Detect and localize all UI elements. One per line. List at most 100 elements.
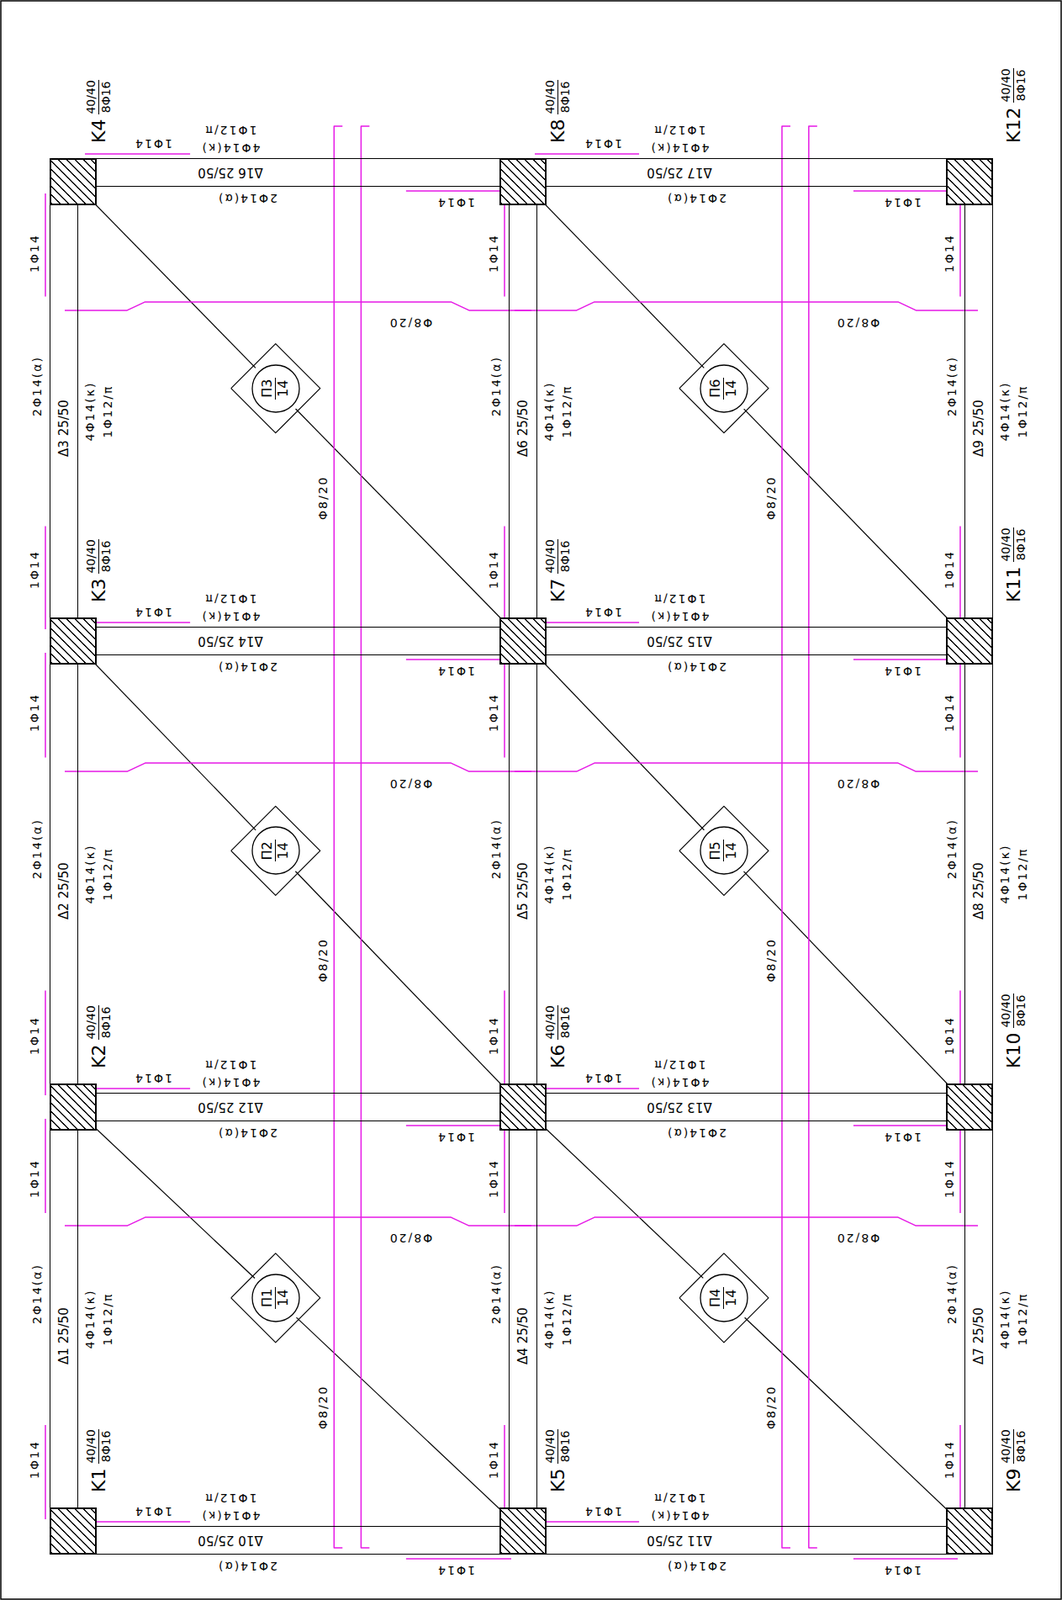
slab-name: Π1 [259,1286,276,1309]
slab-rebar-note: Φ8/20 [316,473,331,521]
beam-name: Δ14 25/50 [198,634,264,650]
support-bar [853,658,958,661]
bottom-rebar-note: 4Φ14(κ) [998,1287,1013,1351]
support-bar [503,990,506,1096]
support-bar-note: 1Φ14 [486,548,502,591]
column-section: Κ440/408Φ16 [49,158,97,206]
stirrup-note: 1Φ12/π [1015,383,1031,440]
slab-rebar-note: Φ8/20 [834,314,882,329]
column-label: Κ540/408Φ16 [543,1428,573,1492]
column-rebar: 8Φ16 [558,1428,573,1463]
support-bar-note: 1Φ14 [132,1503,175,1518]
stirrup-note: 1Φ12/π [560,845,575,903]
support-bar [406,190,512,192]
column-label: Κ240/408Φ16 [84,1004,114,1068]
support-bar [44,193,47,297]
bottom-rebar-note: 4Φ14(κ) [998,842,1013,906]
support-bar-note: 1Φ14 [581,1070,624,1085]
stirrup-note: 1Φ12/π [202,1489,259,1505]
slab-thickness: 14 [723,1287,740,1308]
column-section: Κ1040/408Φ16 [945,1083,994,1131]
column-section: Κ340/408Φ16 [49,617,97,665]
support-bar [534,1087,640,1089]
column-label: Κ1140/408Φ16 [998,527,1029,603]
slab-diamond [231,805,321,895]
beam-name: Δ1 25/50 [56,1306,72,1364]
support-bar [84,621,191,624]
beam-name: Δ4 25/50 [515,1306,531,1364]
slab-label-text: Π614 [708,377,740,400]
beam-name: Δ13 25/50 [646,1099,712,1115]
slab-rebar [514,1216,978,1226]
column-size: 40/40 [543,1428,559,1463]
beam-band: Δ16 25/50 [96,158,500,187]
slab-rebar-note: Φ8/20 [386,314,434,329]
support-bar [853,190,958,192]
support-bar [959,652,962,758]
slab-rebar-note: Φ8/20 [386,776,434,791]
top-rebar-note: 2Φ14(α) [489,816,504,881]
column-section: Κ740/408Φ16 [499,617,547,665]
column-name: Κ10 [1003,1032,1026,1068]
top-rebar-note: 2Φ14(α) [215,1558,280,1573]
support-bar-note: 1Φ14 [434,1129,477,1144]
support-bar [959,1424,962,1519]
support-bar-note: 1Φ14 [881,663,924,678]
top-rebar-note: 2Φ14(α) [945,1261,960,1326]
slab-rebar-note: Φ8/20 [386,1230,434,1245]
support-bar [406,1557,512,1559]
column-name: Κ11 [1003,566,1026,603]
column-label: Κ940/408Φ16 [998,1428,1029,1492]
beam-band: Δ1 25/50 [49,1130,79,1507]
slab-diagonal [744,1316,970,1531]
column-rebar: 8Φ16 [558,1004,573,1039]
column-label: Κ1240/408Φ16 [998,68,1029,143]
support-bar [959,990,962,1096]
support-bar [503,193,506,297]
stirrup-note: 1Φ12/π [202,591,259,606]
beam-band: Δ8 25/50 [964,664,994,1084]
column-name: Κ7 [547,578,570,603]
bottom-rebar-note: 4Φ14(κ) [199,608,263,624]
support-bar [44,990,47,1096]
slab-circle-outline [252,1273,300,1321]
slab-label-text: Π214 [259,839,291,862]
top-rebar-note: 2Φ14(α) [664,659,729,674]
column-size: 40/40 [84,1428,100,1463]
stirrup-note: 1Φ12/π [202,122,259,138]
slab-diagonal [295,408,524,641]
slab-circle-outline [700,1273,748,1321]
slab-thickness: 14 [275,378,291,399]
slab-diagonal [73,181,256,368]
bottom-rebar-note: 4Φ14(κ) [542,380,557,444]
slab-rebar-note: Φ8/20 [316,1383,331,1431]
slab-rebar-note: Φ8/20 [834,776,882,791]
slab-circle-outline [700,826,748,874]
support-bar [503,526,506,630]
column-name: Κ2 [88,1044,111,1068]
support-bar [534,1520,640,1522]
support-bar-note: 1Φ14 [942,1014,957,1057]
beam-band: Δ9 25/50 [964,205,994,618]
support-bar-note: 1Φ14 [581,1503,624,1518]
slab-label-text: Π114 [259,1286,291,1309]
bottom-rebar-note: 4Φ14(κ) [199,1507,263,1522]
slab-rebar-note: Φ8/20 [763,1383,778,1431]
column-rebar: 8Φ16 [99,1428,114,1463]
slab-diamond [679,343,769,434]
stirrup-note: 1Φ12/π [560,1290,575,1348]
top-rebar-note: 2Φ14(α) [489,354,504,418]
beam-name: Δ16 25/50 [198,165,264,181]
column-rebar: 8Φ16 [99,538,114,573]
slab-circle-outline [252,364,300,413]
column-name: Κ3 [88,578,111,603]
column-size: 40/40 [84,79,100,114]
slab-rebar [781,126,791,1548]
column-label: Κ340/408Φ16 [84,538,114,603]
stirrup-note: 1Φ12/π [560,383,575,440]
support-bar-note: 1Φ14 [486,232,502,275]
bottom-rebar-note: 4Φ14(κ) [542,842,557,906]
column-size: 40/40 [998,993,1015,1027]
support-bar-note: 1Φ14 [27,1437,43,1480]
